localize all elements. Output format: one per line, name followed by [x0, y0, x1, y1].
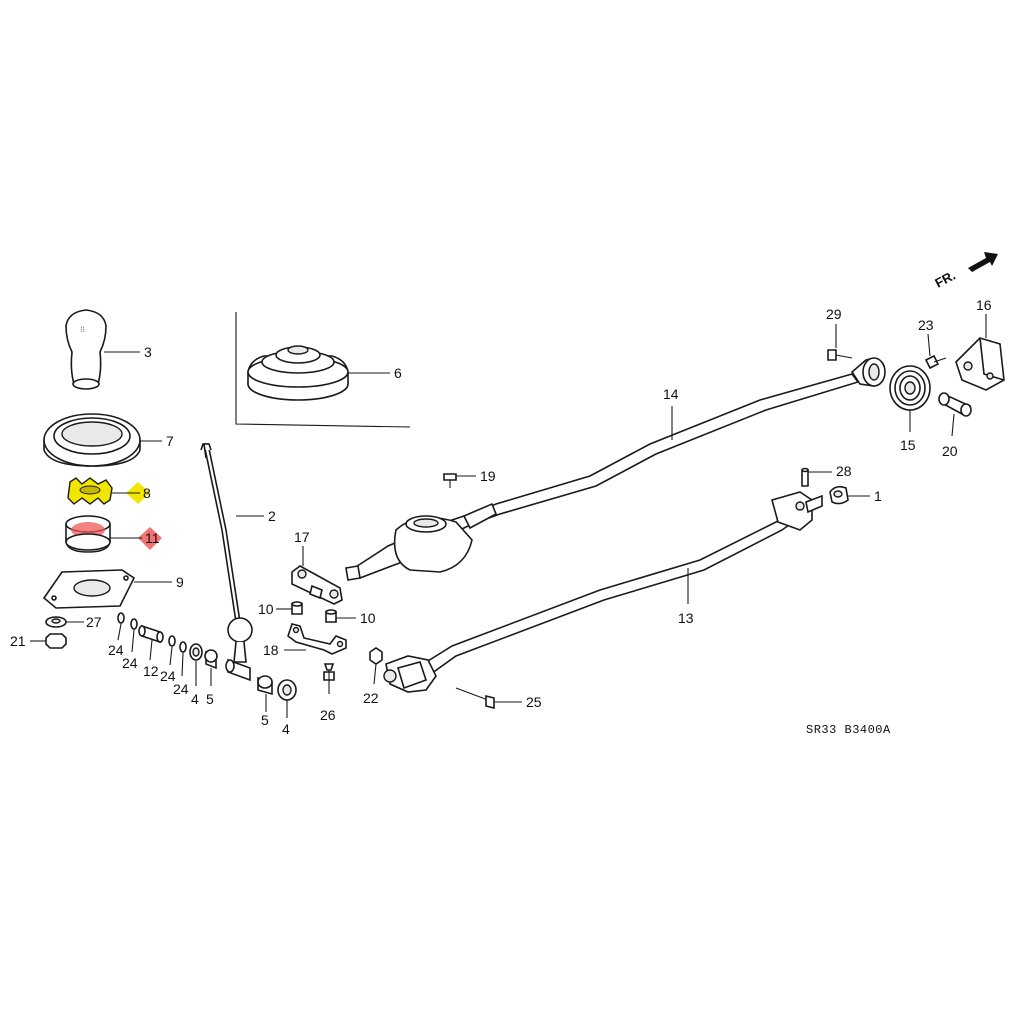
callout-15: 15: [900, 437, 916, 453]
part-11-bushing: [65, 515, 111, 553]
callout-29: 29: [826, 306, 842, 322]
callout-4b: 4: [282, 721, 290, 737]
part-15-bushing: [889, 365, 931, 411]
callout-13: 13: [678, 610, 694, 626]
svg-text:⁝⁝: ⁝⁝: [80, 325, 85, 334]
callout-24a: 24: [108, 642, 124, 658]
part-19-bolt: [443, 473, 457, 488]
callout-12: 12: [143, 663, 159, 679]
diagram-code: SR33 B3400A: [806, 723, 891, 737]
part-24-washer-d: [179, 641, 187, 653]
part-5-bushing-a: [204, 649, 218, 670]
callout-20: 20: [942, 443, 958, 459]
part-9-plate: [42, 569, 136, 609]
callout-19: 19: [480, 468, 496, 484]
callout-11: 11: [145, 530, 160, 546]
callout-4a: 4: [191, 691, 199, 707]
callout-21: 21: [10, 633, 26, 649]
callout-10a: 10: [258, 601, 274, 617]
callout-8: 8: [143, 485, 151, 501]
callout-24c: 24: [160, 668, 176, 684]
callout-1: 1: [874, 488, 882, 504]
part-12-collar: [138, 624, 164, 644]
front-label: FR.: [932, 268, 958, 291]
callout-3: 3: [144, 344, 152, 360]
callout-24d: 24: [173, 681, 189, 697]
part-5-bushing-b: [257, 675, 273, 696]
part-17-bracket: [291, 565, 343, 605]
part-6-boot: [247, 345, 349, 401]
front-direction-indicator: FR.: [932, 252, 998, 291]
callout-24b: 24: [122, 655, 138, 671]
inset-frame: [235, 312, 411, 428]
part-14-shift-rod: [345, 357, 886, 581]
callout-27: 27: [86, 614, 102, 630]
part-13-extension-rod: [383, 491, 823, 693]
callout-14: 14: [663, 386, 679, 402]
part-24-washer-a: [117, 612, 125, 624]
part-1-clip: [829, 485, 849, 505]
part-27-washer: [45, 616, 67, 628]
callout-5b: 5: [261, 712, 269, 728]
callout-2: 2: [268, 508, 276, 524]
callout-10b: 10: [360, 610, 376, 626]
part-2-shift-lever: [200, 443, 253, 682]
part-10-collar-a: [291, 601, 303, 615]
part-28-pin: [801, 467, 809, 487]
callout-25: 25: [526, 694, 542, 710]
callout-23: 23: [918, 317, 934, 333]
part-25-bolt: [455, 687, 495, 710]
callout-22: 22: [363, 690, 379, 706]
part-3-shift-knob: ⁝⁝: [65, 309, 107, 390]
part-23-bolt: [924, 354, 947, 370]
part-24-washer-c: [168, 635, 176, 647]
part-22-nut: [369, 647, 383, 665]
part-20-collar: [938, 392, 972, 417]
part-18-bracket: [287, 623, 347, 655]
callout-6: 6: [394, 365, 402, 381]
callout-18: 18: [263, 642, 279, 658]
part-29-bolt: [827, 349, 853, 361]
callout-7: 7: [166, 433, 174, 449]
part-7-boot: [43, 413, 141, 467]
callout-9: 9: [176, 574, 184, 590]
part-21-nut: [45, 633, 67, 649]
part-26-bolt: [323, 663, 335, 694]
part-10-collar-b: [325, 609, 337, 623]
part-4-nut-b: [277, 679, 297, 701]
part-4-nut-a: [189, 643, 203, 661]
part-8-collar: [67, 477, 113, 505]
callout-26: 26: [320, 707, 336, 723]
part-16-bracket: [955, 337, 1005, 391]
part-24-washer-b: [130, 618, 138, 630]
callout-16: 16: [976, 297, 992, 313]
callout-5a: 5: [206, 691, 214, 707]
highlight-marker-11: [138, 527, 162, 550]
callout-28: 28: [836, 463, 852, 479]
callout-17: 17: [294, 529, 310, 545]
